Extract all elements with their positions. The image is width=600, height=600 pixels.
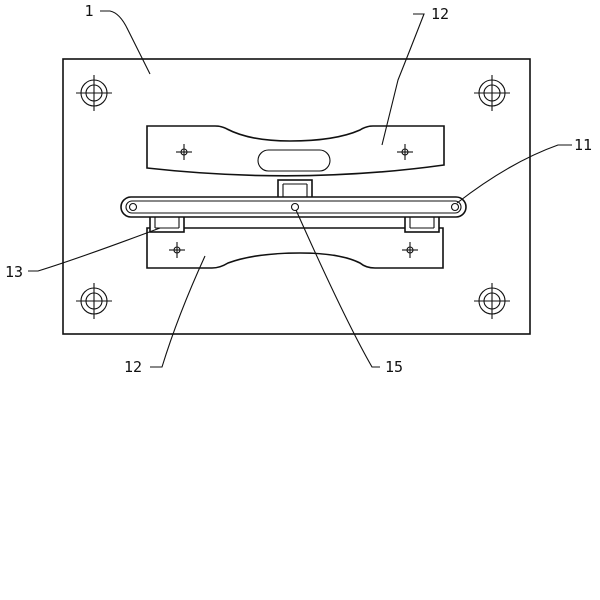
callout-15: 15 — [385, 358, 403, 376]
lower-bracket — [146, 227, 444, 269]
callout-13: 13 — [5, 263, 23, 281]
rail — [120, 196, 467, 218]
lower-bracket-screw-right — [402, 242, 418, 258]
mounting-hole-bottom-right — [474, 283, 510, 319]
leader-11 — [456, 144, 572, 204]
leader-13 — [28, 227, 161, 272]
callout-1: 1 — [84, 2, 93, 20]
callout-12-bottom: 12 — [124, 358, 142, 376]
mounting-hole-top-left — [76, 75, 112, 111]
leader-lines — [28, 10, 572, 368]
rail-end-hole-left — [128, 202, 138, 212]
leader-12-top — [381, 13, 425, 146]
mounting-hole-top-right — [474, 75, 510, 111]
leader-1 — [100, 10, 151, 75]
upper-connector-block — [277, 179, 313, 199]
upper-bracket-screw-right — [397, 144, 413, 160]
upper-bracket-screw-left — [176, 144, 192, 160]
leader-15 — [295, 209, 380, 368]
lower-bracket-screw-left — [169, 242, 185, 258]
leader-12-bottom — [150, 255, 206, 368]
mounting-hole-bottom-left — [76, 283, 112, 319]
rail-center-pin — [290, 202, 300, 212]
upper-bracket — [146, 125, 445, 177]
rail-end-hole-right — [450, 202, 460, 212]
callout-12-top: 12 — [431, 5, 449, 23]
callout-11: 11 — [574, 136, 592, 154]
